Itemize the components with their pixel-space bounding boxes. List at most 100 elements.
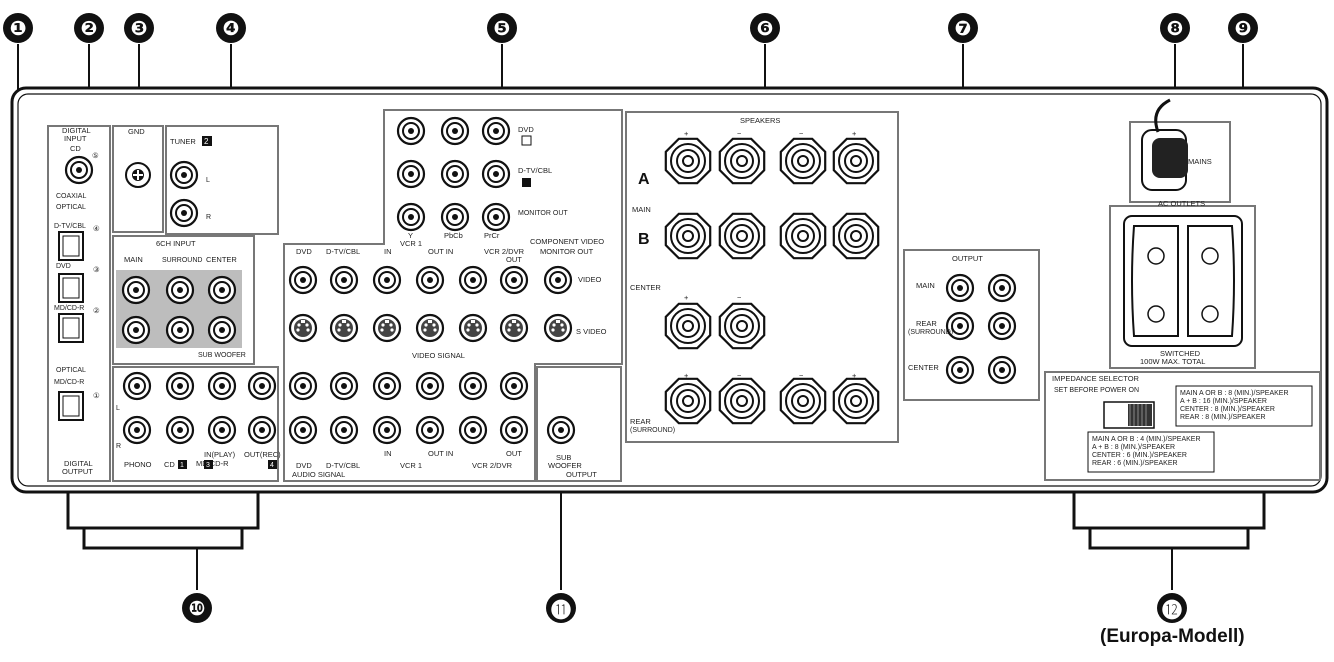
imp-left-box: [1087, 431, 1215, 473]
gnd-screw[interactable]: [125, 162, 151, 188]
audio-phono: PHONO: [124, 460, 152, 469]
preout-jack-2[interactable]: [945, 311, 975, 341]
digital-input-n3: ③: [93, 265, 100, 274]
speaker-a-post-3[interactable]: [832, 137, 880, 185]
audio-top-jack-5[interactable]: [499, 371, 529, 401]
audio-in-top-jack-1[interactable]: [165, 371, 195, 401]
component-jack-4[interactable]: [440, 159, 470, 189]
speaker-main-label: MAIN: [632, 205, 651, 214]
video-jack-0[interactable]: [288, 265, 318, 295]
optical-out-jack[interactable]: [58, 391, 84, 421]
audio-bottom-jack-4[interactable]: [458, 415, 488, 445]
svideo-jack-0[interactable]: [288, 313, 318, 343]
audio-top-jack-2[interactable]: [372, 371, 402, 401]
component-jack-8[interactable]: [481, 202, 511, 232]
spk-a2-minus: −: [799, 129, 804, 138]
ac-outlet[interactable]: [1123, 215, 1243, 347]
preout-jack-1[interactable]: [987, 273, 1017, 303]
tuner-r-jack[interactable]: [169, 198, 199, 228]
speaker-a-post-0[interactable]: [664, 137, 712, 185]
tuner-num-box: [202, 136, 212, 146]
speaker-a-post-1[interactable]: [718, 137, 766, 185]
cv-pbcb: PbCb: [444, 231, 463, 240]
tuner-l-jack[interactable]: [169, 160, 199, 190]
component-jack-6[interactable]: [396, 202, 426, 232]
6ch-top-jack-1[interactable]: [165, 275, 195, 305]
preout-jack-4[interactable]: [945, 355, 975, 385]
6ch-top-jack-2[interactable]: [207, 275, 237, 305]
audio-in-bottom-jack-0[interactable]: [122, 415, 152, 445]
component-jack-0[interactable]: [396, 116, 426, 146]
sw-output: OUTPUT: [566, 470, 597, 479]
speaker-b-post-3[interactable]: [832, 212, 880, 260]
video-jack-6[interactable]: [543, 265, 573, 295]
audio-bottom-jack-3[interactable]: [415, 415, 445, 445]
svideo-jack-6[interactable]: [543, 313, 573, 343]
audio-top-jack-0[interactable]: [288, 371, 318, 401]
preout-jack-0[interactable]: [945, 273, 975, 303]
imp-l1: MAIN A OR B : 4 (MIN.)/SPEAKER: [1092, 436, 1201, 443]
speaker-rear-post-0[interactable]: [664, 377, 712, 425]
video-jack-5[interactable]: [499, 265, 529, 295]
callout-5: ❺: [487, 13, 517, 43]
audio-top-jack-3[interactable]: [415, 371, 445, 401]
audio-top-jack-1[interactable]: [329, 371, 359, 401]
6ch-top-jack-0[interactable]: [121, 275, 151, 305]
subwoofer-jack[interactable]: [546, 415, 576, 445]
svideo-jack-4[interactable]: [458, 313, 488, 343]
callout-8: ❽: [1160, 13, 1190, 43]
impedance-switch[interactable]: [1103, 401, 1155, 429]
vs-title: VIDEO SIGNAL: [412, 351, 465, 360]
cv-prcr: PrCr: [484, 231, 500, 240]
video-jack-1[interactable]: [329, 265, 359, 295]
svideo-jack-3[interactable]: [415, 313, 445, 343]
audio-in-bottom-jack-3[interactable]: [247, 415, 277, 445]
audio-top-jack-4[interactable]: [458, 371, 488, 401]
audio-in-top-jack-3[interactable]: [247, 371, 277, 401]
video-jack-4[interactable]: [458, 265, 488, 295]
component-jack-7[interactable]: [440, 202, 470, 232]
speaker-a-post-2[interactable]: [779, 137, 827, 185]
6ch-bottom-jack-1[interactable]: [165, 315, 195, 345]
component-jack-2[interactable]: [481, 116, 511, 146]
audio-bottom-jack-0[interactable]: [288, 415, 318, 445]
component-jack-5[interactable]: [481, 159, 511, 189]
vs-dvd: DVD: [296, 247, 312, 256]
optical-mdcdr-jack[interactable]: [58, 313, 84, 343]
speaker-b-post-2[interactable]: [779, 212, 827, 260]
spk-a-plus: +: [684, 129, 689, 138]
audio-bottom-jack-5[interactable]: [499, 415, 529, 445]
speaker-b-post-1[interactable]: [718, 212, 766, 260]
audio-in-top-jack-0[interactable]: [122, 371, 152, 401]
speaker-rear-post-1[interactable]: [718, 377, 766, 425]
preout-jack-5[interactable]: [987, 355, 1017, 385]
svideo-jack-2[interactable]: [372, 313, 402, 343]
component-jack-3[interactable]: [396, 159, 426, 189]
audio-in-bottom-jack-2[interactable]: [207, 415, 237, 445]
gnd-label: GND: [128, 127, 145, 136]
speaker-b-post-0[interactable]: [664, 212, 712, 260]
6ch-bottom-jack-0[interactable]: [121, 315, 151, 345]
svideo-jack-5[interactable]: [499, 313, 529, 343]
video-jack-3[interactable]: [415, 265, 445, 295]
digital-input-optical: OPTICAL: [56, 204, 86, 211]
optical-dvd-jack[interactable]: [58, 273, 84, 303]
audio-in-bottom-jack-1[interactable]: [165, 415, 195, 445]
6ch-bottom-jack-2[interactable]: [207, 315, 237, 345]
video-jack-2[interactable]: [372, 265, 402, 295]
audio-in-top-jack-2[interactable]: [207, 371, 237, 401]
coaxial-cd-jack[interactable]: [64, 155, 94, 185]
vs-vcr1: VCR 1: [400, 239, 422, 248]
svideo-jack-1[interactable]: [329, 313, 359, 343]
callout-12: ⓬: [1157, 593, 1187, 623]
audio-bottom-jack-1[interactable]: [329, 415, 359, 445]
preout-jack-3[interactable]: [987, 311, 1017, 341]
speaker-center-post-1[interactable]: [718, 302, 766, 350]
speaker-rear-post-2[interactable]: [779, 377, 827, 425]
digital-input-cd: CD: [70, 144, 81, 153]
optical-dtv-jack[interactable]: [58, 231, 84, 261]
component-jack-1[interactable]: [440, 116, 470, 146]
speaker-center-post-0[interactable]: [664, 302, 712, 350]
audio-bottom-jack-2[interactable]: [372, 415, 402, 445]
speaker-rear-post-3[interactable]: [832, 377, 880, 425]
